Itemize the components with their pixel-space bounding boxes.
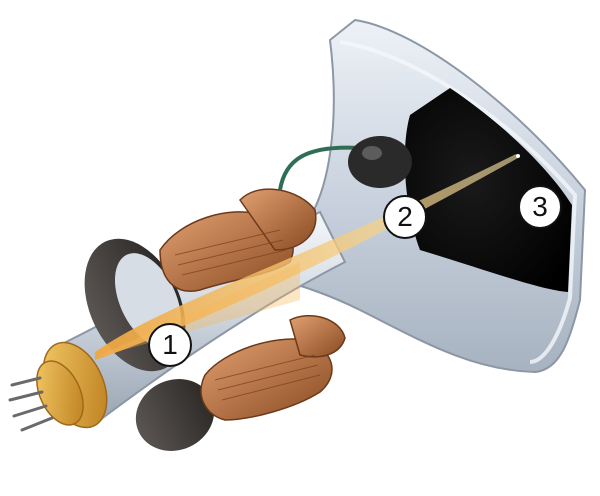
electron-beam-cone	[95, 262, 300, 358]
callout-3: 3	[518, 185, 562, 229]
callout-3-label: 3	[532, 191, 548, 222]
phosphor-screen	[404, 88, 572, 292]
beam-spot	[516, 154, 520, 158]
base-pins-icon	[8, 376, 54, 432]
anode-wire	[278, 145, 361, 191]
callout-1-label: 1	[162, 329, 178, 360]
callout-2-label: 2	[397, 201, 413, 232]
anode-connector-icon	[348, 136, 412, 188]
funnel-rim	[339, 40, 578, 364]
electron-gun-icon	[36, 341, 108, 429]
callout-2: 2	[383, 195, 427, 239]
callout-1: 1	[148, 323, 192, 367]
